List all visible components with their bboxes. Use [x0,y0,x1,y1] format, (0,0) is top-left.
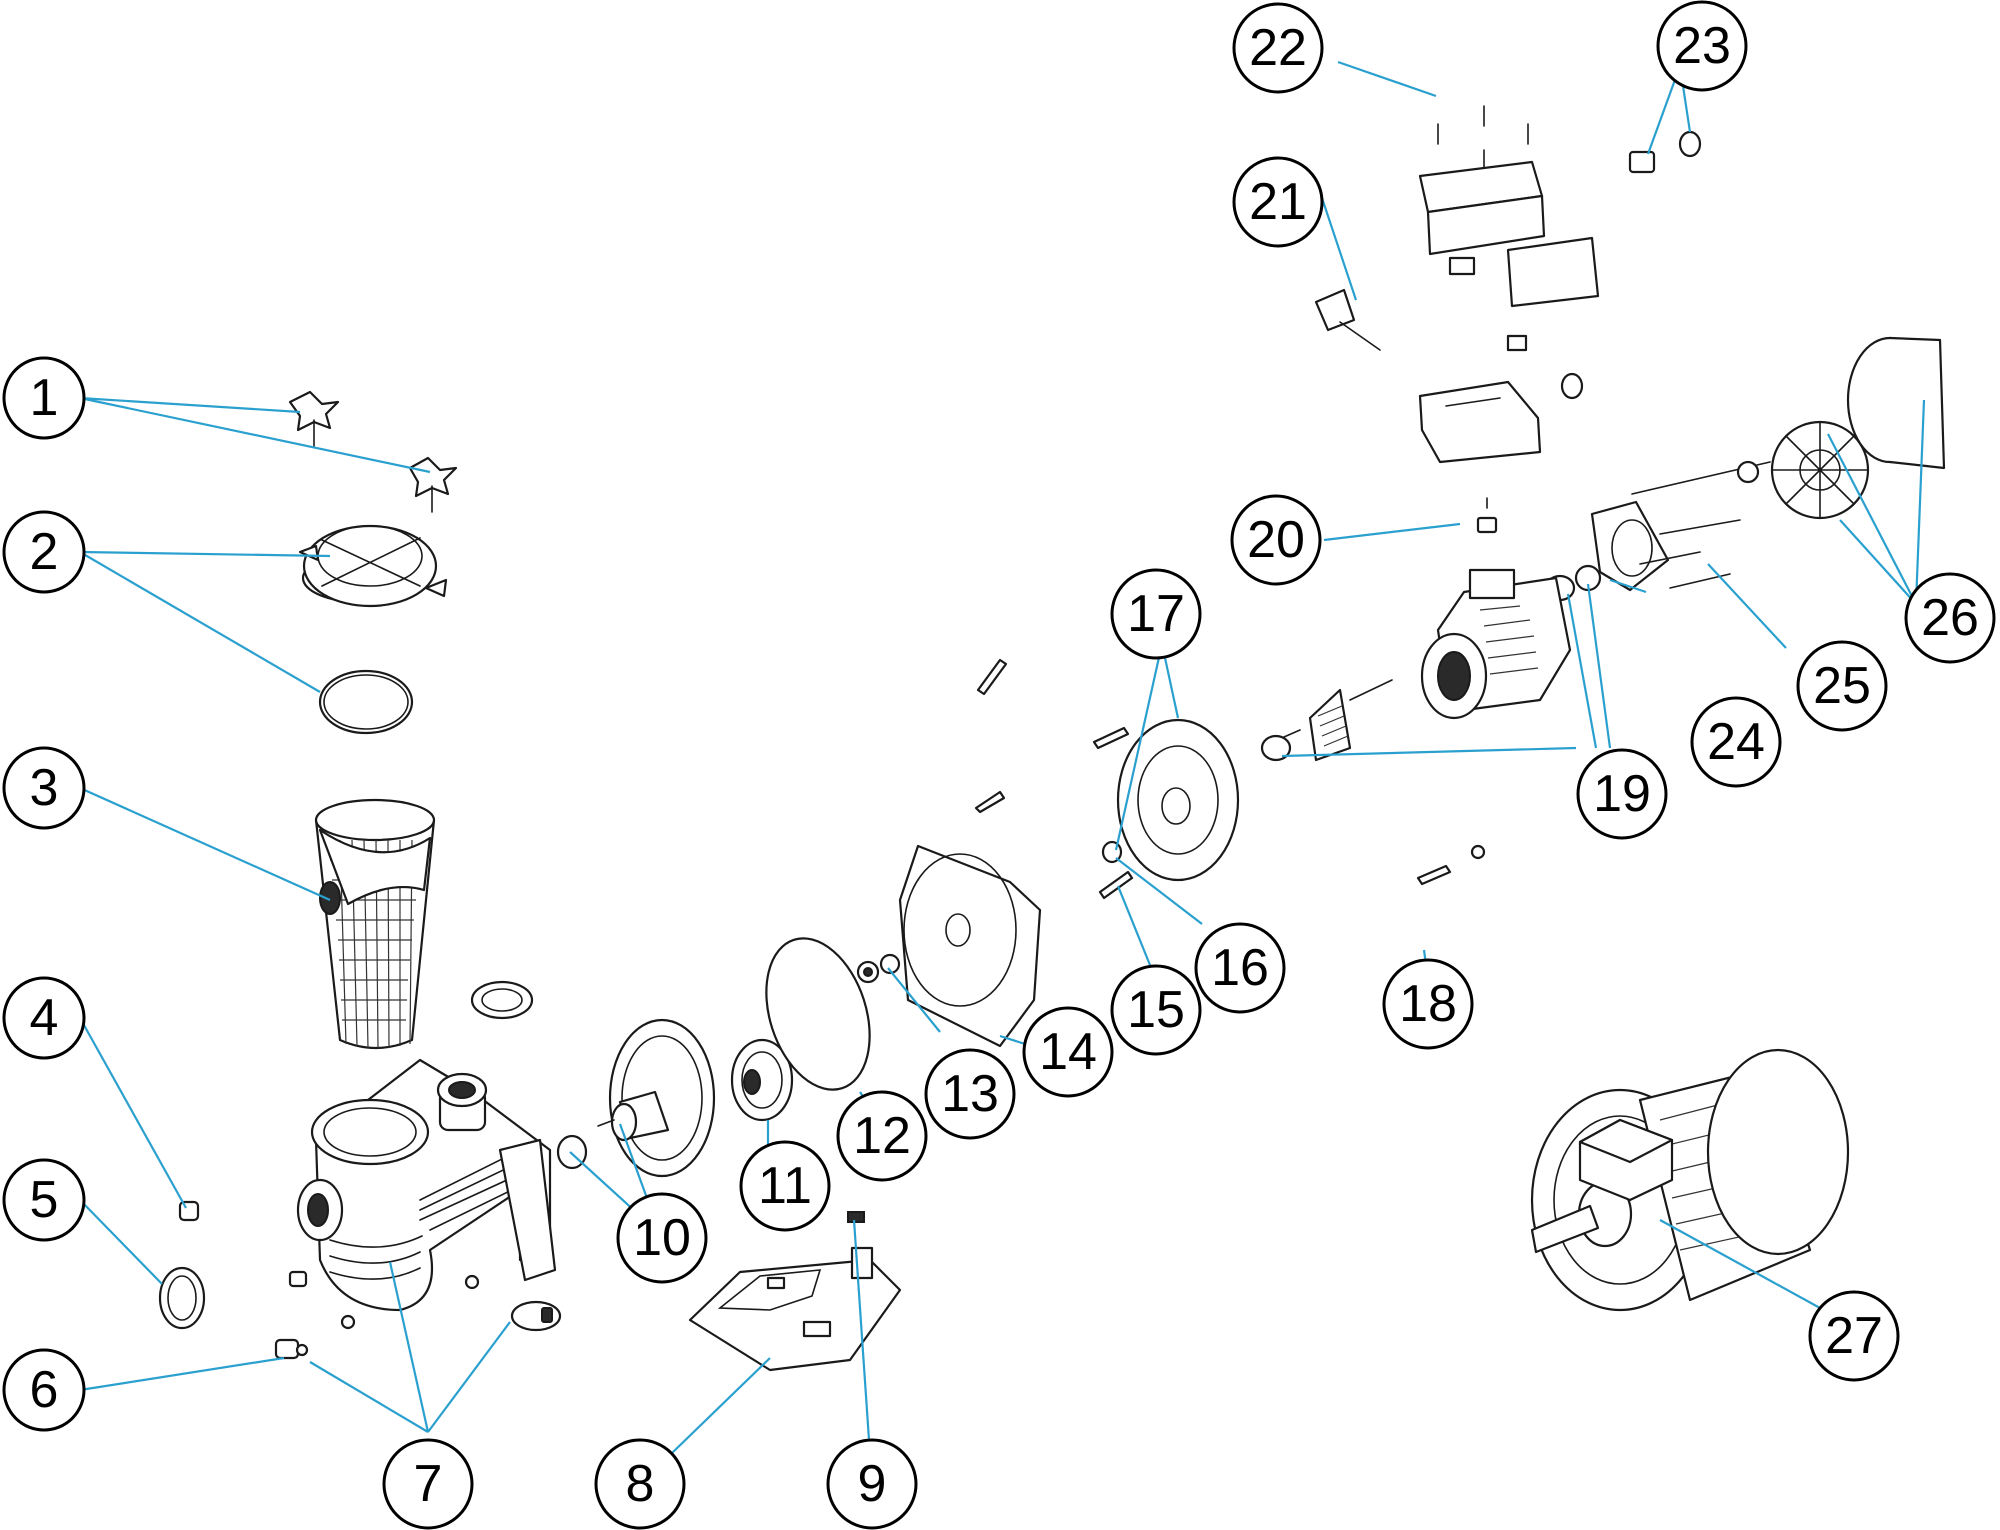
callout-15: 15 [1110,964,1202,1056]
callout-12: 12 [836,1090,928,1182]
callout-23: 23 [1656,0,1748,92]
svg-text:6: 6 [30,1361,59,1419]
svg-text:7: 7 [414,1455,443,1513]
part-terminal-block [1476,497,1498,534]
callout-1: 1 [2,356,86,440]
svg-text:14: 14 [1039,1023,1097,1081]
svg-text:27: 27 [1825,1307,1883,1365]
svg-text:24: 24 [1707,713,1765,771]
callout-2: 2 [2,510,86,594]
part-base-plate [688,1211,902,1372]
svg-text:3: 3 [30,759,59,817]
part-motor-housing [1420,568,1572,720]
callout-19: 19 [1576,748,1668,840]
part-terminal-box [1418,105,1600,464]
part-cable-gland [1314,288,1381,351]
svg-text:15: 15 [1127,981,1185,1039]
part-capacitor [1628,130,1702,174]
part-rear-end-shield [1590,500,1670,592]
part-bolts [974,658,1134,900]
callout-26: 26 [1904,572,1996,664]
svg-text:10: 10 [633,1209,691,1267]
callout-10: 10 [616,1192,708,1284]
part-pump-body [274,1058,562,1360]
svg-text:25: 25 [1813,657,1871,715]
callout-4: 4 [2,976,86,1060]
callout-9: 9 [826,1438,918,1530]
part-motor-bolt [1416,844,1486,886]
part-mechanical-seal [856,953,901,984]
svg-text:19: 19 [1593,765,1651,823]
svg-text:21: 21 [1249,173,1307,231]
svg-text:9: 9 [858,1455,887,1513]
callout-17: 17 [1110,568,1202,660]
svg-text:17: 17 [1127,585,1185,643]
callout-8: 8 [594,1438,686,1530]
svg-text:5: 5 [30,1171,59,1229]
callout-21: 21 [1232,156,1324,248]
part-fan [1736,336,1946,520]
svg-text:26: 26 [1921,589,1979,647]
callout-14: 14 [1022,1006,1114,1098]
part-diffuser [556,1018,716,1178]
callout-7: 7 [382,1438,474,1530]
svg-text:22: 22 [1249,19,1307,77]
callout-5: 5 [2,1158,86,1242]
svg-text:8: 8 [626,1455,655,1513]
part-complete-motor [1530,1048,1850,1312]
callout-22: 22 [1232,2,1324,94]
callout-13: 13 [924,1048,1016,1140]
svg-text:1: 1 [30,369,59,427]
callout-27: 27 [1808,1290,1900,1382]
callout-16: 16 [1194,922,1286,1014]
part-lid-knob [288,390,458,513]
callout-24: 24 [1690,696,1782,788]
callout-20: 20 [1230,494,1322,586]
callout-11: 11 [739,1140,831,1232]
part-strainer-basket [314,798,534,1050]
svg-text:18: 18 [1399,975,1457,1033]
part-gasket [765,937,871,1091]
callout-18: 18 [1382,958,1474,1050]
part-motor-flange [1101,718,1240,882]
svg-text:2: 2 [30,523,59,581]
part-drain-plug [158,1200,206,1330]
leader-lines [79,60,1926,1485]
svg-text:23: 23 [1673,17,1731,75]
part-impeller [730,1038,794,1122]
callout-6: 6 [2,1348,86,1432]
part-seal-plate [898,844,1042,1048]
part-strainer-lid [298,524,448,735]
svg-text:13: 13 [941,1065,999,1123]
svg-text:16: 16 [1211,939,1269,997]
svg-text:11: 11 [758,1157,812,1215]
svg-text:12: 12 [853,1107,911,1165]
callout-25: 25 [1796,640,1888,732]
svg-text:4: 4 [30,989,59,1047]
svg-text:20: 20 [1247,511,1305,569]
callout-3: 3 [2,746,86,830]
